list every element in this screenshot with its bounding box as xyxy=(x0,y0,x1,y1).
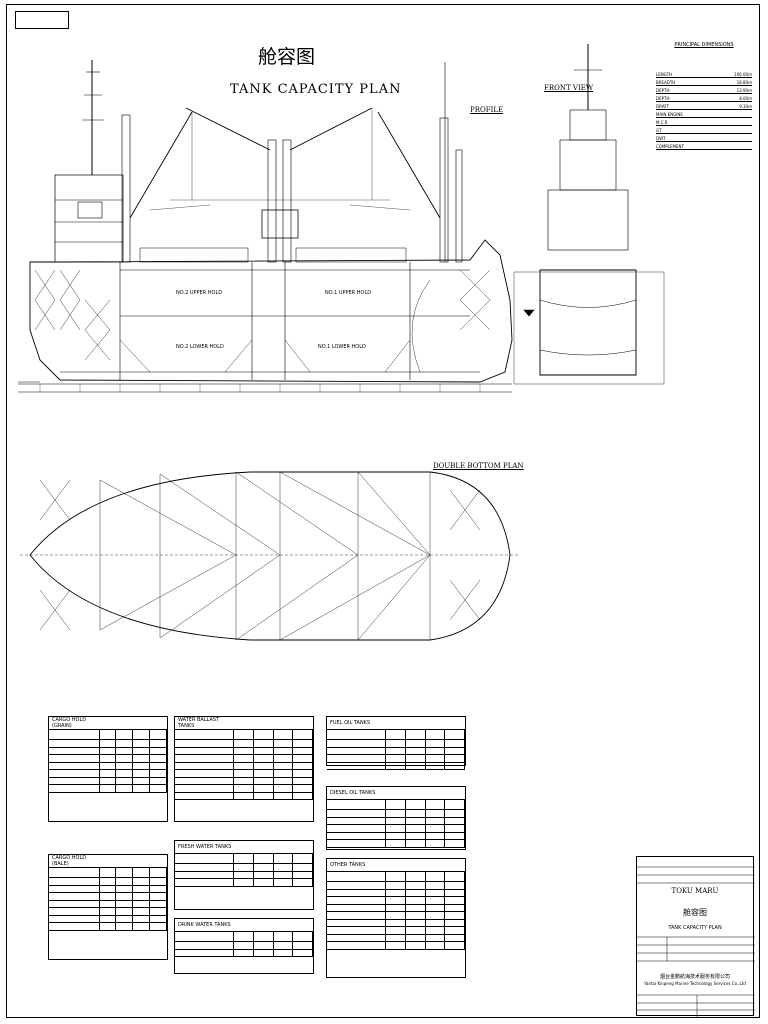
principal-dimensions-title: PRINCIPAL DIMENSIONS xyxy=(674,42,734,48)
drawing-sheet xyxy=(6,4,760,1018)
principal-row: DWT xyxy=(656,134,752,142)
front-view-label: FRONT VIEW xyxy=(544,84,594,92)
capacity-table-title: DIESEL OIL TANKS xyxy=(330,790,376,796)
capacity-table: FRESH WATER TANKS xyxy=(174,840,314,910)
drawing-name-en: TANK CAPACITY PLAN xyxy=(668,925,722,931)
title-english: TANK CAPACITY PLAN xyxy=(230,82,402,97)
profile-label: PROFILE xyxy=(470,106,504,114)
principal-row: COMPLEMENT xyxy=(656,142,752,150)
principal-row: MAIN ENGINE xyxy=(656,110,752,118)
principal-row: M.C.R xyxy=(656,118,752,126)
capacity-table: DIESEL OIL TANKS xyxy=(326,786,466,850)
title-block: TOKU MARU 舱容图 TANK CAPACITY PLAN 烟台金鹏航海技… xyxy=(636,856,755,1017)
capacity-table: WATER BALLAST TANKS xyxy=(174,716,314,822)
capacity-table: CARGO HOLD (GRAIN) xyxy=(48,716,168,822)
capacity-table-title: DRINK WATER TANKS xyxy=(178,922,231,928)
drawing-name-cn: 舱容图 xyxy=(683,908,707,917)
capacity-table-title: WATER BALLAST TANKS xyxy=(178,717,220,729)
capacity-table: CARGO HOLD (BALE) xyxy=(48,854,168,960)
hold-label-upper-1: NO.1 UPPER HOLD xyxy=(325,290,372,296)
hold-label-lower-2: NO.2 LOWER HOLD xyxy=(176,344,224,350)
company-name-en: Yantai Kinpeng Marine Technology Service… xyxy=(644,981,746,986)
capacity-table-title: OTHER TANKS xyxy=(330,862,366,868)
ship-name: TOKU MARU xyxy=(671,887,719,895)
capacity-table: FUEL OIL TANKS xyxy=(326,716,466,770)
capacity-table: DRINK WATER TANKS xyxy=(174,918,314,974)
company-name-cn: 烟台金鹏航海技术服务有限公司 xyxy=(659,974,730,980)
hold-label-upper-2: NO.2 UPPER HOLD xyxy=(176,290,223,296)
capacity-table: OTHER TANKS xyxy=(326,858,466,978)
sheet-tag xyxy=(15,11,69,29)
capacity-table-title: FRESH WATER TANKS xyxy=(178,844,232,850)
double-bottom-label: DOUBLE BOTTOM PLAN xyxy=(433,462,524,470)
title-chinese: 舱容图 xyxy=(258,46,316,68)
hold-label-lower-1: NO.1 LOWER HOLD xyxy=(318,344,366,350)
principal-row: GT xyxy=(656,126,752,134)
capacity-table-title: CARGO HOLD (GRAIN) xyxy=(52,717,87,729)
capacity-table-title: CARGO HOLD (BALE) xyxy=(52,855,87,867)
capacity-table-title: FUEL OIL TANKS xyxy=(330,720,371,726)
